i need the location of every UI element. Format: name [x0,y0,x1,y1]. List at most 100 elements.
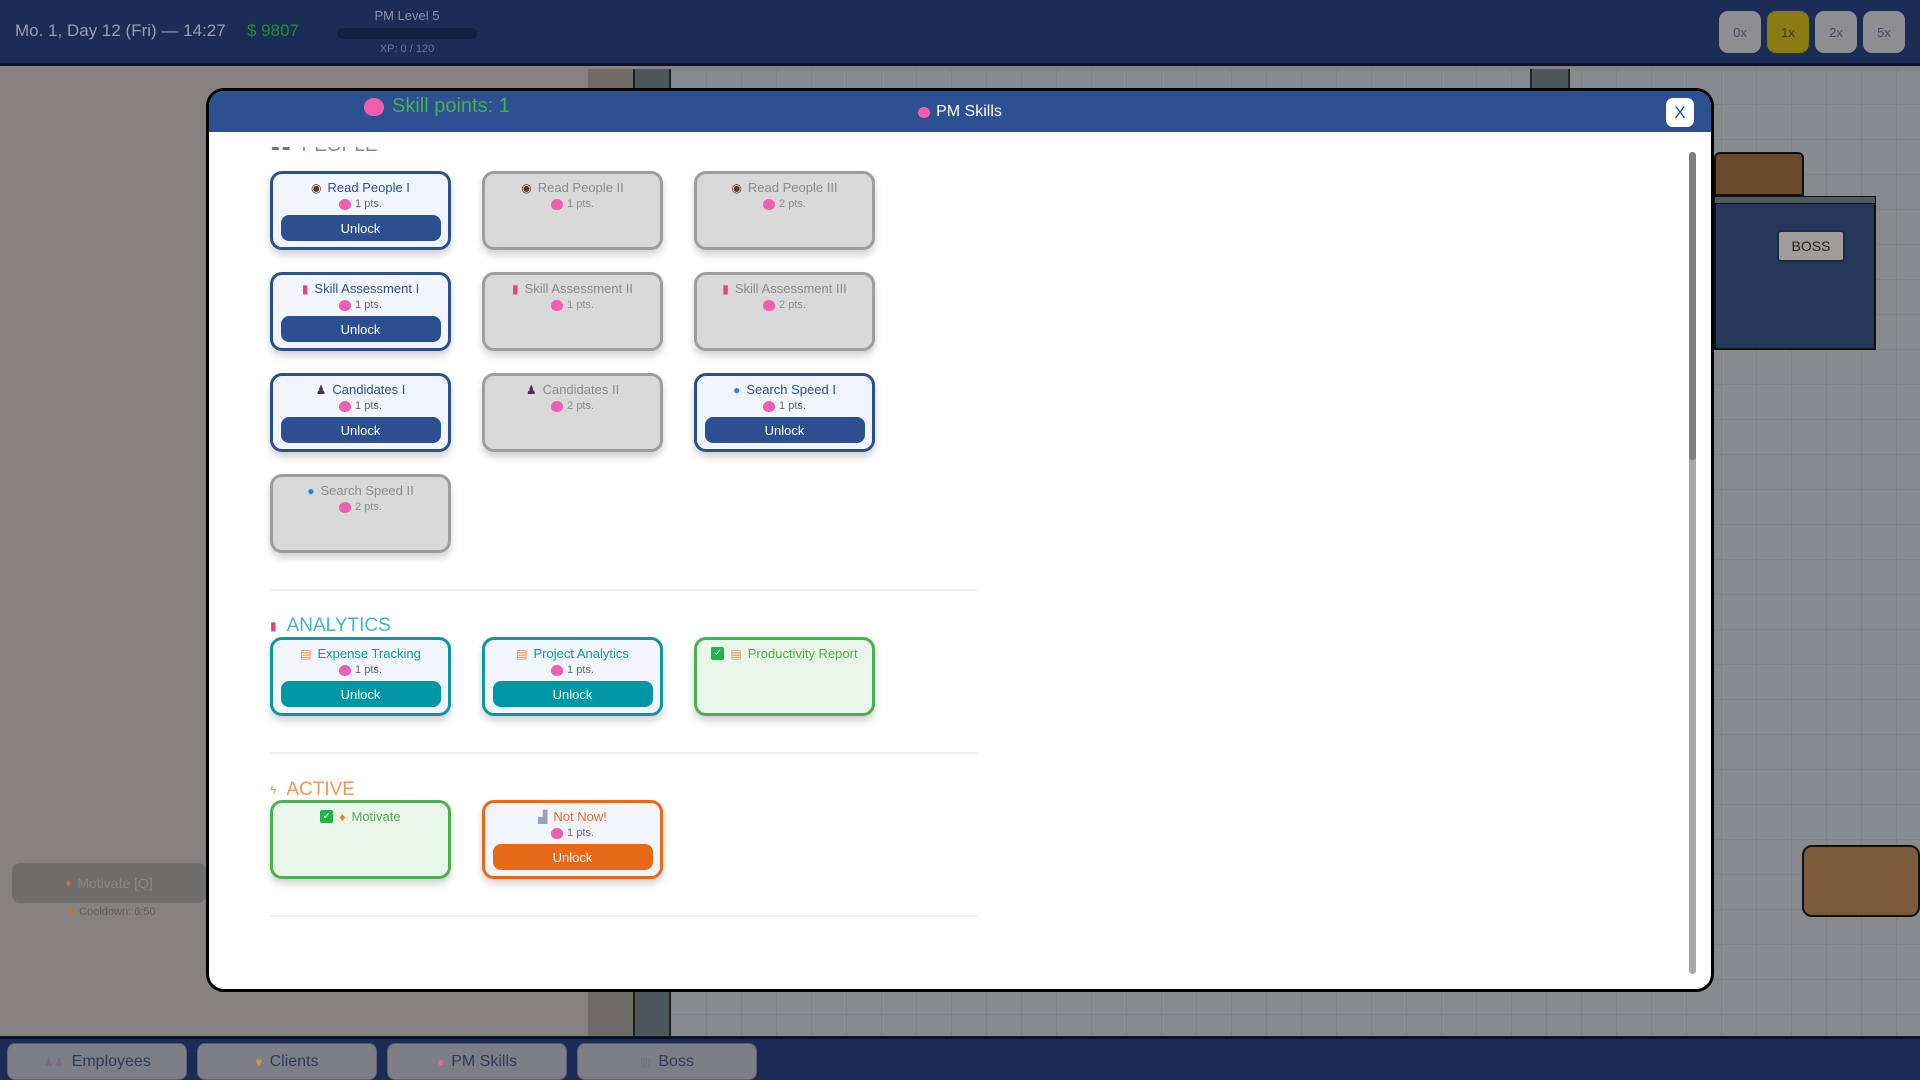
speed-5x-button[interactable]: 5x [1863,11,1905,53]
skill-cost-value: 2 pts. [567,400,594,412]
skill-cost: 1 pts. [485,299,660,311]
nav-label: PM Skills [451,1052,518,1070]
skill-name-row: ▮Skill Assessment III [697,281,872,296]
toilet-icon: ▟ [538,809,548,824]
skill-card: ✓♦Motivate [270,800,451,879]
clipboard-icon: ▤ [300,646,312,661]
scrollbar-track[interactable] [1689,152,1696,974]
skill-card[interactable]: ◉ Read People I 1 pts. Unlock [270,171,451,250]
eye-icon: ◉ [521,180,532,195]
bar-chart-icon: ▮ [301,281,309,296]
section-title: ANALYTICS [286,615,391,636]
section-title: ACTIVE [286,779,355,800]
hourglass-icon: ⧗ [68,906,80,918]
people-icon: ♟♟ [270,139,292,153]
clipboard-icon: ▤ [516,646,528,661]
brain-icon [551,198,564,210]
unlock-button[interactable]: Unlock [280,681,441,707]
brain-icon [339,664,352,676]
boss-desk[interactable] [1714,196,1876,350]
skill-cost-value: 1 pts. [355,400,382,412]
skill-cost: 1 pts. [485,198,660,210]
speed-0x-button[interactable]: 0x [1719,11,1761,53]
skill-name-row: ▮Skill Assessment I [273,281,448,296]
skill-name-row: ◉Read People III [697,180,872,195]
skill-cost-value: 1 pts. [355,198,382,210]
skill-name: Motivate [351,809,401,824]
skill-name-row: ◉ Read People I [273,180,448,195]
brain-icon [551,827,564,839]
person-icon: ♟ [315,382,327,397]
building-icon: ▥ [640,1054,652,1069]
skill-cost-value: 2 pts. [779,198,806,210]
skill-name: Read People II [537,180,624,195]
lightning-icon: ϟ [270,783,277,797]
skill-cost-value: 1 pts. [567,198,594,210]
skill-cost: 2 pts. [485,400,660,412]
bar-chart-icon: ▮ [512,281,519,296]
people-icon: ♟♟ [43,1054,65,1069]
skill-card: ▮Skill Assessment III 2 pts. [694,272,875,351]
eye-icon: ◉ [311,180,322,195]
skill-cost-value: 2 pts. [779,299,806,311]
cooldown-text: ⧗ Cooldown: 6:50 [12,906,212,919]
skill-cost: 2 pts. [697,198,872,210]
speed-1x-button[interactable]: 1x [1767,11,1809,53]
skill-cost: 1 pts. [485,664,660,676]
game-date: Mo. 1, Day 12 (Fri) — 14:27 [15,21,226,40]
nav-label: Clients [269,1052,319,1070]
nav-pm-skills-button[interactable]: ● PM Skills [387,1043,567,1080]
unlock-button[interactable]: Unlock [704,417,865,443]
nav-label: Employees [71,1052,151,1070]
brain-icon [763,198,776,210]
speed-2x-button[interactable]: 2x [1815,11,1857,53]
checkmark-icon: ✓ [320,810,334,823]
unlock-button[interactable]: Unlock [280,417,441,443]
desk-top [1714,196,1876,204]
brain-icon [364,97,384,116]
unlock-button[interactable]: Unlock [280,316,441,342]
xp-text: XP: 0 / 120 [379,43,435,55]
brain-icon [551,299,564,311]
skill-name-row: ●Search Speed I [697,382,872,397]
section-header-active: ϟ ACTIVE [270,779,355,801]
brain-icon [551,400,564,412]
checkmark-icon: ✓ [711,647,725,660]
nav-boss-button[interactable]: ▥ Boss [577,1043,757,1080]
scrollbar-thumb[interactable] [1689,152,1696,460]
cooldown-value: Cooldown: 6:50 [79,906,156,918]
skill-name-row: ●Search Speed II [273,483,448,498]
skill-cost-value: 2 pts. [355,501,382,513]
couch [1802,845,1920,917]
skill-name: Expense Tracking [317,646,421,661]
unlock-button[interactable]: Unlock [492,681,653,707]
skill-cost-value: 1 pts. [355,664,382,676]
handshake-icon: ♥ [255,1054,263,1069]
skill-cost: 2 pts. [697,299,872,311]
skill-card[interactable]: ▟Not Now!1 pts.Unlock [482,800,663,879]
section-divider [270,915,977,917]
money: $ 9807 [247,21,299,40]
unlock-button[interactable]: Unlock [280,215,441,241]
skill-name: Not Now! [553,809,607,824]
brain-icon [918,106,931,118]
skill-card[interactable]: ▤ Expense Tracking 1 pts. Unlock [270,637,451,716]
nav-label: Boss [658,1052,694,1070]
skill-name: Read People I [327,180,410,195]
boss-chair [1714,152,1804,196]
skill-name: Search Speed I [746,382,836,397]
close-button[interactable]: X [1666,98,1694,127]
section-header-analytics: ▮ANALYTICS [270,615,391,637]
skill-name: Candidates II [542,382,620,397]
nav-clients-button[interactable]: ♥ Clients [197,1043,377,1080]
motivate-ability-button[interactable]: ♦Motivate [Q] [12,863,206,903]
nav-employees-button[interactable]: ♟♟ Employees [7,1043,187,1080]
pm-level: PM Level 5 [374,8,440,23]
brain-icon: ● [436,1054,445,1069]
unlock-button[interactable]: Unlock [492,844,653,870]
brain-icon [551,664,564,676]
